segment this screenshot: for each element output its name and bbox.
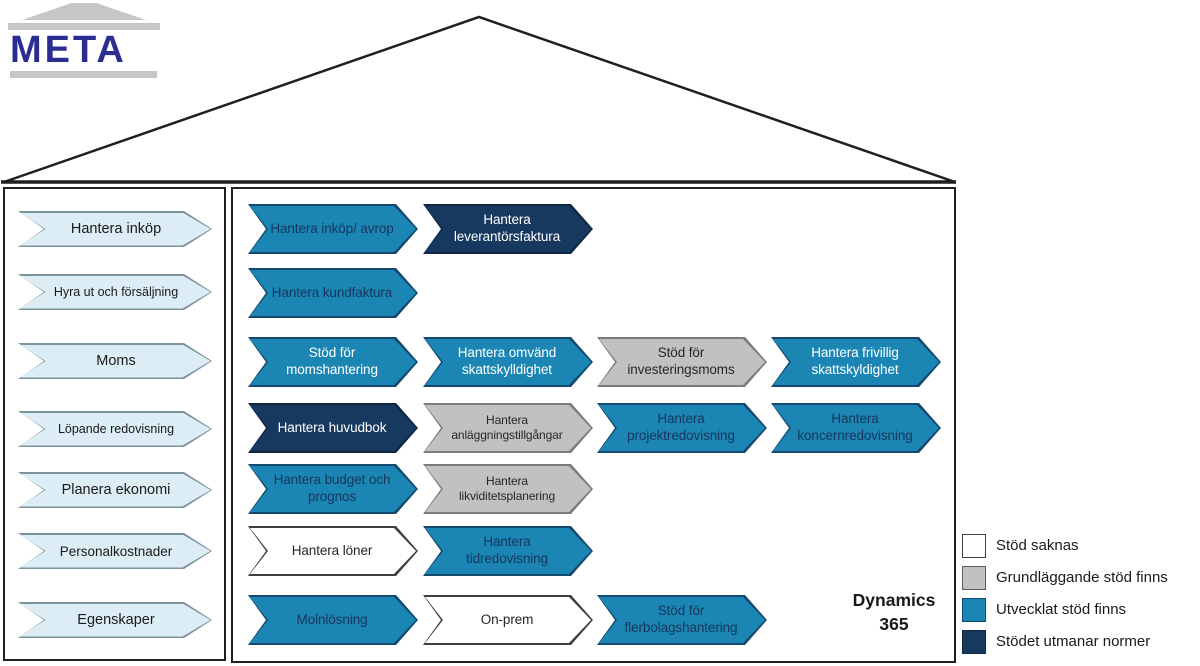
arrow-shape	[425, 466, 591, 512]
capability-hantera-inkop-avrop: Hantera inköp/ avrop	[248, 204, 418, 254]
arrow-shape	[20, 535, 211, 568]
category-label: Hyra ut och försäljning	[53, 285, 179, 299]
capability-hantera-projektredovisning: Hantera projektredovisning	[597, 403, 767, 453]
category-personalkostnader: Personalkostnader	[18, 533, 212, 569]
category-lopande-redovisning: Löpande redovisning	[18, 411, 212, 447]
category-sidebar: Hantera inköp Hyra ut och försäljning Mo…	[3, 187, 226, 661]
category-egenskaper: Egenskaper	[18, 602, 212, 638]
arrow-shape	[250, 206, 416, 252]
logo-text: META	[10, 29, 127, 71]
legend-swatch-white	[962, 533, 986, 558]
legend-item-stodet-utmanar-normer: Stödet utmanar normer	[962, 629, 1168, 654]
arrow-shape	[20, 276, 211, 309]
capability-on-prem: On-prem	[423, 595, 593, 645]
category-label: Planera ekonomi	[61, 482, 171, 498]
arrow-shape	[250, 597, 416, 643]
capability-hantera-budget-och-prognos: Hantera budget och prognos	[248, 464, 418, 514]
capability-label: Hantera likviditetsplanering	[458, 474, 556, 503]
capability-label: Hantera koncernredovisning	[797, 411, 913, 443]
capability-label: Hantera tidredovisning	[466, 534, 548, 566]
arrow-shape	[250, 270, 416, 316]
capability-hantera-likviditetsplanering: Hantera likviditetsplanering	[423, 464, 593, 514]
legend-label: Stöd saknas	[996, 537, 1079, 554]
arrow-shape	[20, 345, 211, 378]
legend-label: Utvecklat stöd finns	[996, 601, 1127, 618]
category-label: Moms	[96, 353, 136, 369]
capability-hantera-leverantorsfaktura: Hantera leverantörsfaktura	[423, 204, 593, 254]
category-label: Hantera inköp	[70, 221, 162, 237]
capability-map: Hantera inköp/ avrop Hantera leverantörs…	[231, 187, 956, 663]
legend: Stöd saknas Grundläggande stöd finns Utv…	[962, 533, 1168, 661]
legend-swatch-navy	[962, 629, 986, 654]
capability-label: Hantera huvudbok	[277, 419, 387, 435]
arrow-shape	[250, 466, 416, 512]
category-moms: Moms	[18, 343, 212, 379]
arrow-shape	[425, 206, 591, 252]
arrow-shape	[20, 474, 211, 507]
capability-label: Stöd för investeringsmoms	[627, 345, 735, 377]
legend-label: Grundläggande stöd finns	[996, 569, 1168, 586]
legend-swatch-gray	[962, 565, 986, 590]
arrow-shape	[599, 339, 765, 385]
legend-item-utvecklat-stod-finns: Utvecklat stöd finns	[962, 597, 1168, 622]
arrow-shape	[599, 597, 765, 643]
legend-label: Stödet utmanar normer	[996, 633, 1151, 650]
capability-hantera-kundfaktura: Hantera kundfaktura	[248, 268, 418, 318]
capability-label: Hantera budget och prognos	[273, 472, 391, 504]
capability-hantera-huvudbok: Hantera huvudbok	[248, 403, 418, 453]
category-label: Personalkostnader	[59, 543, 173, 559]
arrow-shape	[20, 413, 211, 446]
capability-stod-for-investeringsmoms: Stöd för investeringsmoms	[597, 337, 767, 387]
arrow-shape	[425, 528, 591, 574]
logo-bar	[10, 71, 157, 78]
capability-hantera-koncernredovisning: Hantera koncernredovisning	[771, 403, 941, 453]
capability-label: On-prem	[480, 611, 534, 627]
arrow-shape	[425, 405, 591, 451]
capability-label: Hantera projektredovisning	[627, 411, 735, 443]
meta-logo: META	[8, 3, 178, 78]
capability-hantera-omvand-skattskylldighet: Hantera omvänd skattskylldighet	[423, 337, 593, 387]
category-label: Egenskaper	[77, 612, 155, 628]
capability-hantera-loner: Hantera löner	[248, 526, 418, 576]
capability-hantera-anlaggningstillgangar: Hantera anläggningstillgångar	[423, 403, 593, 453]
arrow-shape	[425, 339, 591, 385]
arrow-shape	[20, 604, 211, 637]
arrow-shape	[773, 405, 939, 451]
arrow-shape	[250, 528, 416, 574]
capability-label: Molnlösning	[296, 611, 368, 627]
category-planera-ekonomi: Planera ekonomi	[18, 472, 212, 508]
capability-label: Hantera frivillig skattskyldighet	[811, 345, 899, 377]
capability-stod-for-momshantering: Stöd för momshantering	[248, 337, 418, 387]
capability-label: Hantera löner	[291, 542, 373, 558]
capability-label: Stöd för flerbolagshantering	[624, 603, 738, 635]
capability-stod-for-flerbolagshantering: Stöd för flerbolagshantering	[597, 595, 767, 645]
capability-label: Hantera kundfaktura	[271, 284, 393, 300]
category-hantera-inkop: Hantera inköp	[18, 211, 212, 247]
arrow-shape	[250, 405, 416, 451]
product-label: Dynamics 365	[852, 590, 936, 634]
capability-label: Hantera anläggningstillgångar	[451, 413, 563, 442]
legend-item-grundlaggande-stod-finns: Grundläggande stöd finns	[962, 565, 1168, 590]
capability-hantera-frivillig-skattskyldighet: Hantera frivillig skattskyldighet	[771, 337, 941, 387]
arrow-shape	[250, 339, 416, 385]
legend-item-stod-saknas: Stöd saknas	[962, 533, 1168, 558]
logo-pediment-icon	[22, 3, 146, 20]
capability-label: Hantera leverantörsfaktura	[453, 212, 561, 244]
arrow-shape	[425, 597, 591, 643]
arrow-shape	[599, 405, 765, 451]
legend-swatch-teal	[962, 597, 986, 622]
category-hyra-ut-och-forsaljning: Hyra ut och försäljning	[18, 274, 212, 310]
capability-label: Stöd för momshantering	[286, 345, 378, 377]
capability-label: Hantera omvänd skattskylldighet	[457, 345, 557, 377]
arrow-shape	[773, 339, 939, 385]
category-label: Löpande redovisning	[57, 422, 175, 436]
capability-label: Hantera inköp/ avrop	[270, 220, 394, 236]
capability-molnlosning: Molnlösning	[248, 595, 418, 645]
capability-hantera-tidredovisning: Hantera tidredovisning	[423, 526, 593, 576]
arrow-shape	[20, 213, 211, 246]
